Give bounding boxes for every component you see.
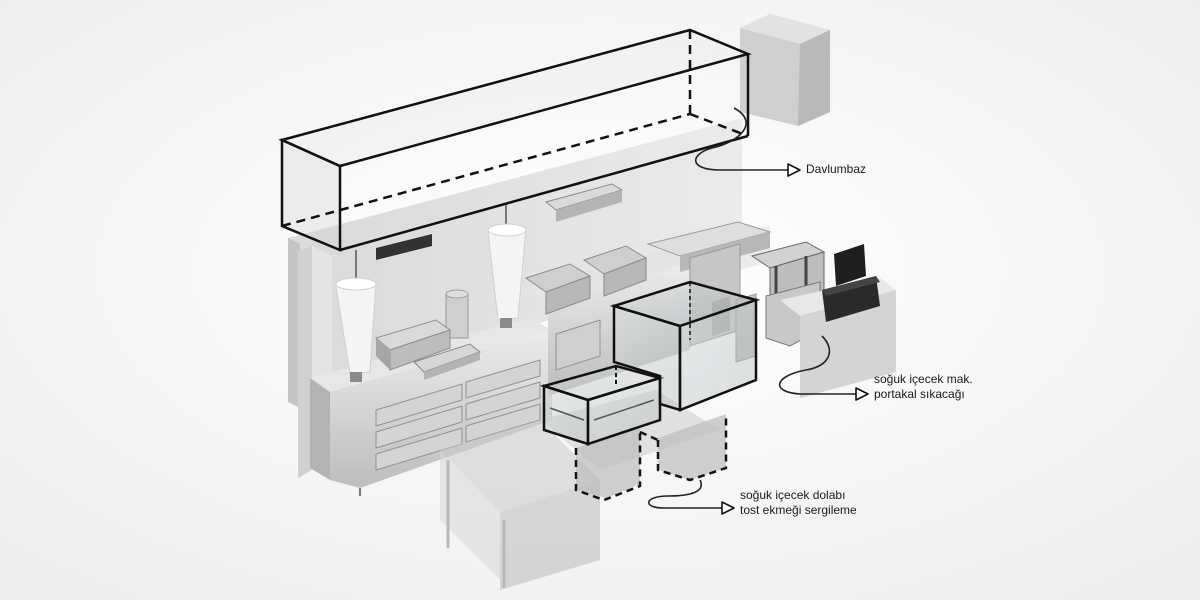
- open-triangle-arrow-icon: [855, 387, 869, 401]
- duct-box: [740, 14, 830, 126]
- doner-cone-left: [335, 250, 377, 382]
- leader-lines: [647, 107, 858, 509]
- pos-terminal: [822, 244, 880, 322]
- drink-fridge-label: soğuk içecek dolabı: [740, 488, 846, 502]
- drink-display-case: [609, 280, 761, 412]
- open-triangle-arrow-icon: [721, 501, 735, 515]
- drink-machine-label: soğuk içecek mak.: [874, 372, 973, 386]
- open-triangle-arrow-icon: [787, 163, 801, 177]
- front-prep-table: [440, 420, 600, 590]
- doner-cone-right: [487, 204, 527, 328]
- small-gyro-stand: [445, 289, 469, 339]
- hood-leader-line: [694, 107, 788, 171]
- hood-label: Davlumbaz: [806, 162, 867, 176]
- orange-juicer-label: portakal sıkacağı: [874, 387, 965, 401]
- juicer-leader-line: [778, 335, 858, 395]
- bain-marie: [374, 319, 452, 371]
- toast-display-case: [539, 364, 665, 446]
- leader-arrow-icons: [721, 163, 869, 515]
- pita-tray: [413, 343, 482, 380]
- toast-display-label: tost ekmeği sergileme: [740, 503, 857, 517]
- wall-shelf: [544, 183, 624, 222]
- control-panel: [376, 234, 432, 260]
- drink-fridge-outline: [574, 418, 728, 502]
- fridge-leader-line: [647, 479, 724, 509]
- hood-wireframe: [278, 28, 752, 252]
